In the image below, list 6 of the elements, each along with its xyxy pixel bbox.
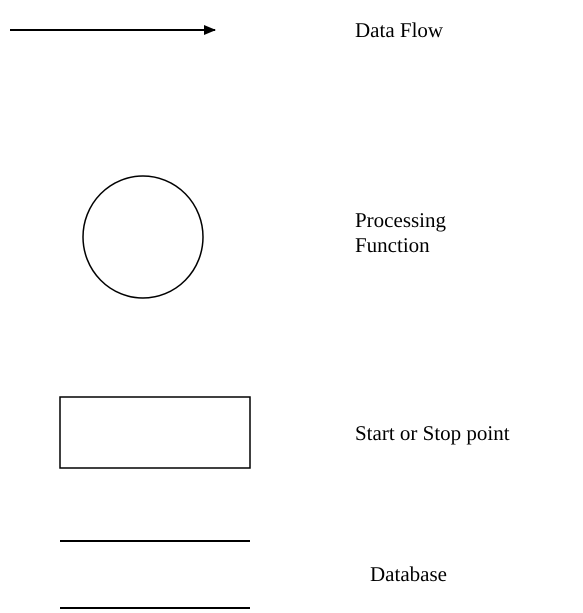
rectangle-symbol bbox=[59, 396, 251, 469]
legend-label: Processing Function bbox=[355, 208, 447, 258]
legend-label: Database bbox=[370, 562, 448, 587]
legend-label: Data Flow bbox=[355, 18, 444, 43]
ellipse-symbol bbox=[82, 175, 204, 299]
legend-label: Start or Stop point bbox=[355, 421, 511, 446]
